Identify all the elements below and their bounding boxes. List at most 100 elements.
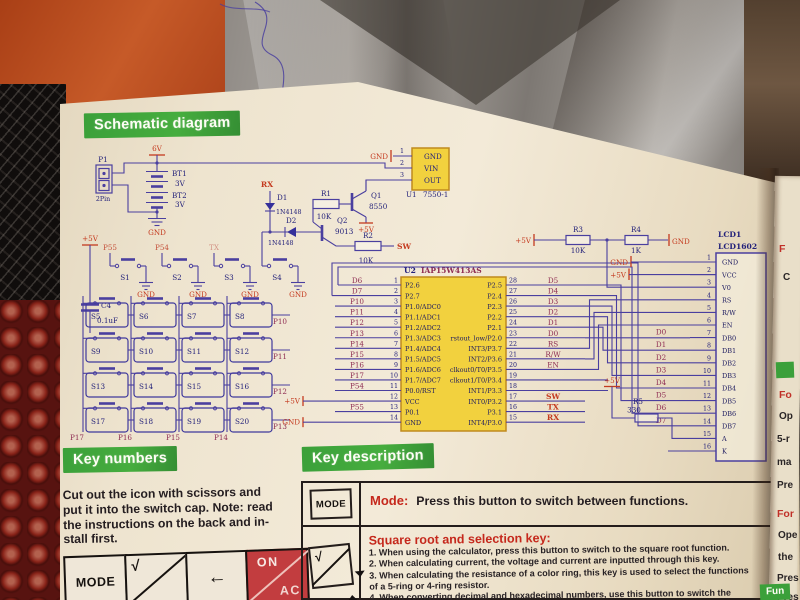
mcu-ext-label: TX (547, 403, 559, 412)
matrix-button-ref: S8 (235, 312, 245, 321)
net-gnd: GND (241, 290, 259, 299)
junction (266, 263, 272, 269)
lcd-pin-number: 2 (707, 267, 711, 274)
lcd-pin-name: K (722, 448, 727, 456)
backspace-key-icon: ← (184, 549, 250, 600)
mcu-pin-name: P2.3 (487, 303, 502, 311)
wire (611, 386, 635, 419)
mcu-pin-number: 9 (394, 362, 398, 369)
net-5v: +5V (604, 376, 621, 385)
partial-text-fragment: 5-r (777, 434, 790, 445)
matrix-col-net: P15 (166, 433, 180, 442)
matrix-col-net: P14 (214, 433, 228, 442)
regulator-pin-number: 2 (400, 160, 404, 167)
wire (337, 266, 690, 414)
mcu-ext-label: P15 (350, 350, 364, 359)
wire (351, 190, 367, 200)
button-ref: S1 (120, 273, 130, 282)
mcu-pin-number: 4 (394, 309, 398, 316)
sqrt-icon: √ (131, 557, 140, 575)
partial-green-header (775, 361, 794, 379)
mcu-pin-number: 17 (509, 394, 517, 401)
mcu-pin-name: P2.1 (487, 324, 502, 332)
transistor-part: 8550 (369, 202, 388, 211)
mcu-pin-number: 13 (390, 404, 398, 411)
net-gnd: GND (189, 290, 207, 299)
wire (606, 240, 690, 288)
junction (102, 171, 106, 176)
wire (331, 262, 690, 427)
lcd-pin-number: 12 (703, 393, 711, 400)
matrix-button-ref: S18 (139, 417, 153, 426)
net-gnd: GND (672, 237, 690, 246)
diode-symbol (265, 203, 275, 210)
net-5v: +5V (610, 271, 627, 280)
lcd-ref: LCD1 (718, 230, 741, 239)
matrix-row-net: P12 (273, 387, 287, 396)
mcu-ext-label: P55 (350, 403, 364, 412)
mcu-pin-name: clkout1/T0/P3.4 (450, 377, 502, 385)
component-body (98, 167, 110, 180)
junction (268, 230, 272, 234)
regulator-pin-number: 1 (400, 148, 404, 155)
lcd-bus-label: D2 (656, 353, 666, 362)
mcu-pin-number: 16 (509, 404, 517, 411)
mcu-pin-name: P1.7/ADC7 (405, 377, 441, 385)
button-ref: S4 (272, 273, 282, 282)
button-net-label: P55 (103, 243, 117, 252)
partial-text-fragment: Pres (777, 573, 799, 584)
mcu-ext-label: D0 (548, 329, 559, 338)
button-net-label: TX (209, 243, 220, 252)
battery-ref: BT1 (172, 169, 187, 178)
mcu-ext-label: P16 (350, 360, 364, 369)
mcu-pin-name: INT4/P3.0 (468, 419, 502, 427)
component-body (98, 179, 110, 192)
mcu-pin-name: INT0/P3.2 (468, 398, 502, 406)
junction (114, 263, 120, 269)
button-ref: S2 (172, 273, 182, 282)
lcd-pin-number: 8 (707, 343, 711, 350)
resistor-value: 1K (631, 246, 642, 255)
black-keycaps-pile (0, 84, 66, 312)
mcu-pin-number: 24 (509, 320, 517, 327)
key-icons-strip: MODE √ ← ON AC (63, 547, 311, 600)
lcd-pin-number: 6 (707, 318, 711, 325)
junction (218, 263, 224, 269)
regulator-pin-number: 3 (400, 172, 404, 179)
mcu-pin-number: 8 (394, 351, 398, 358)
mcu-pin-number: 5 (394, 320, 398, 327)
matrix-button-ref: S15 (187, 382, 201, 391)
mcu-ext-label: RS (548, 339, 558, 348)
junction (116, 406, 122, 411)
mcu-ext-label: P12 (350, 318, 364, 327)
lcd-bus-label: D5 (656, 391, 667, 400)
junction (240, 263, 246, 269)
mcu-ext-label: SW (546, 392, 560, 401)
junction (260, 336, 266, 341)
mcu-part: IAP15W413AS (421, 266, 482, 275)
transistor-ref: Q2 (337, 216, 347, 225)
mcu-pin-number: 12 (390, 394, 398, 401)
resistor-ref: R4 (631, 225, 641, 234)
partial-text-fragment: Pre (777, 480, 794, 491)
net-gnd: GND (289, 290, 307, 299)
regulator-pin-name: GND (424, 152, 442, 161)
mcu-pin-number: 11 (390, 383, 398, 390)
lcd-part: LCD1602 (718, 242, 757, 251)
mcu-pin-number: 10 (390, 372, 398, 379)
diode-part: 1N4148 (268, 240, 294, 247)
junction (164, 301, 170, 306)
on-label: ON (256, 554, 279, 570)
mcu-ext-label: P14 (350, 339, 364, 348)
junction (212, 406, 218, 411)
mcu-pin-number: 25 (509, 309, 517, 316)
lcd-bus-label: D7 (656, 416, 667, 425)
resistor-value: 10K (317, 212, 332, 221)
ac-label: AC (279, 583, 302, 598)
net-sw: SW (397, 242, 411, 251)
wire (112, 184, 157, 213)
mcu-ext-label: RX (547, 413, 559, 422)
wire (312, 221, 323, 230)
lcd-bus-label: D3 (656, 365, 667, 374)
